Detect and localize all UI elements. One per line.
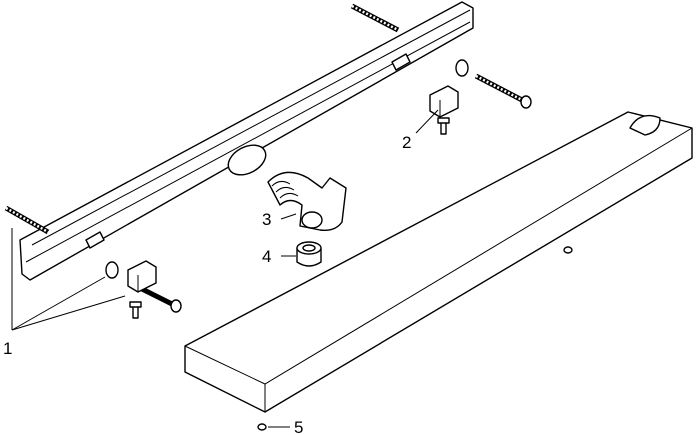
callout-1: 1 xyxy=(3,339,12,358)
screw-right xyxy=(474,73,532,109)
screw-left xyxy=(4,205,50,235)
callout-3: 3 xyxy=(262,210,271,229)
shelf-body xyxy=(184,111,693,413)
hose-elbow xyxy=(267,171,347,232)
callout-2: 2 xyxy=(402,133,411,152)
washer-left xyxy=(105,261,119,279)
callout-4: 4 xyxy=(262,247,271,266)
leader-lines xyxy=(11,109,439,428)
washer-right xyxy=(455,59,469,77)
callout-5: 5 xyxy=(294,418,303,435)
screw-top xyxy=(350,3,400,33)
clip-bracket-left xyxy=(127,260,157,319)
grub-screw xyxy=(257,423,267,431)
clip-bracket-right xyxy=(429,85,459,135)
screw-lower xyxy=(138,285,182,313)
wall-rail xyxy=(19,1,474,281)
adapter-nut xyxy=(296,241,322,267)
